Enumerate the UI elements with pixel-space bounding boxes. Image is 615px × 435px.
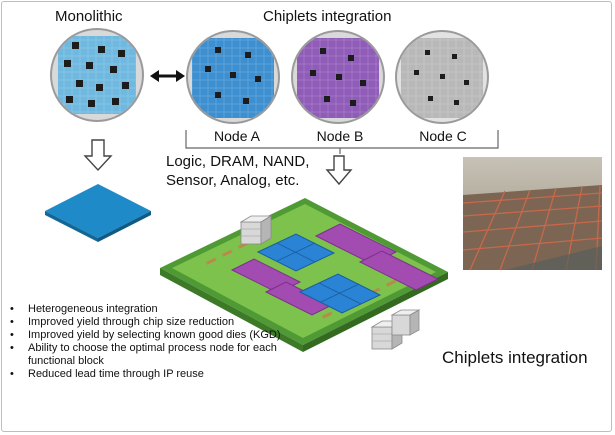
down-arrow-icon [83, 139, 113, 172]
chiplet-photo [462, 157, 603, 271]
double-arrow-icon [150, 70, 185, 82]
chiplets-title: Chiplets integration [263, 8, 392, 25]
memory-stack [390, 309, 421, 336]
compute-die [298, 273, 382, 314]
node-bracket [185, 130, 499, 154]
memory-stack [239, 215, 273, 245]
chiplets-caption: Chiplets integration [442, 348, 588, 367]
chiplet-package [160, 198, 448, 352]
down-arrow-icon [325, 155, 353, 186]
technology-line: Sensor, Analog, etc. [166, 172, 300, 189]
benefit-item: Improved yield by selecting known good d… [4, 329, 304, 342]
compute-die [256, 233, 336, 272]
wafer-node-a [186, 30, 280, 124]
benefit-item: Improved yield through chip size reducti… [4, 316, 304, 329]
wafer-node-b [291, 30, 385, 124]
node-label-a: Node A [214, 128, 260, 144]
benefit-item: Heterogeneous integration [4, 303, 304, 316]
wafer-node-c [395, 30, 489, 124]
monolithic-title: Monolithic [55, 8, 123, 25]
benefit-item: Reduced lead time through IP reuse [4, 368, 304, 381]
benefit-list: Heterogeneous integration Improved yield… [4, 303, 304, 381]
monolithic-wafer [50, 28, 144, 122]
monolithic-die [45, 184, 151, 242]
node-label-b: Node B [316, 128, 364, 144]
technology-note: Logic, DRAM, NAND, Sensor, Analog, etc. [166, 152, 309, 190]
node-label-c: Node C [419, 128, 467, 144]
technology-line: Logic, DRAM, NAND, [166, 153, 310, 170]
benefit-item: Ability to choose the optimal process no… [4, 342, 304, 368]
memory-die [358, 250, 440, 291]
